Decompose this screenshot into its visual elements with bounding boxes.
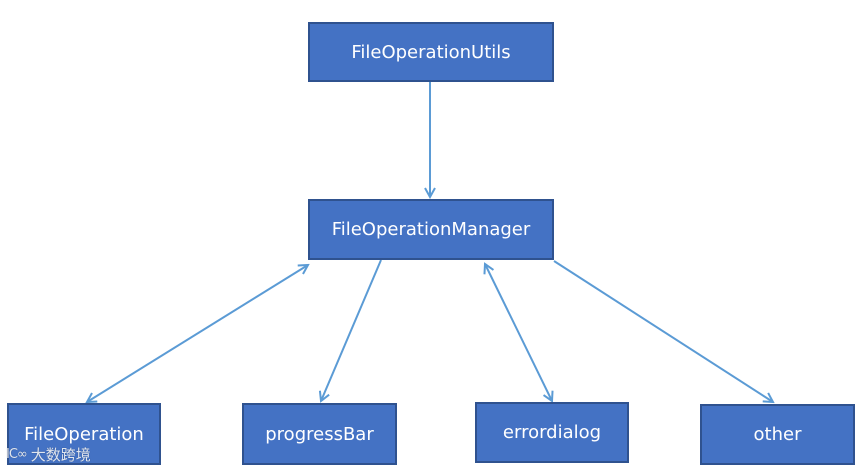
connector-file-operation-manager-to-file-operation [87,265,308,402]
box-error-dialog[interactable]: errordialog [475,402,629,463]
connector-file-operation-manager-to-error-dialog [485,264,552,401]
watermark-logo: IC∞ [6,447,28,462]
box-file-operation-manager[interactable]: FileOperationManager [308,199,554,260]
connector-file-operation-manager-to-other [553,260,773,402]
box-file-operation-utils[interactable]: FileOperationUtils [308,22,554,82]
box-label: progressBar [265,423,374,445]
box-label: FileOperation [24,423,144,445]
box-label: other [753,424,802,445]
box-file-operation[interactable]: FileOperation [7,403,161,465]
box-label: FileOperationUtils [351,41,511,63]
box-label: FileOperationManager [331,219,531,240]
box-label: errordialog [502,422,602,443]
watermark: IC∞ 大数跨境 [6,444,91,465]
box-other[interactable]: other [700,404,855,465]
watermark-text: 大数跨境 [30,446,91,464]
connector-file-operation-manager-to-progress-bar [321,259,382,401]
box-progress-bar[interactable]: progressBar [242,403,397,465]
